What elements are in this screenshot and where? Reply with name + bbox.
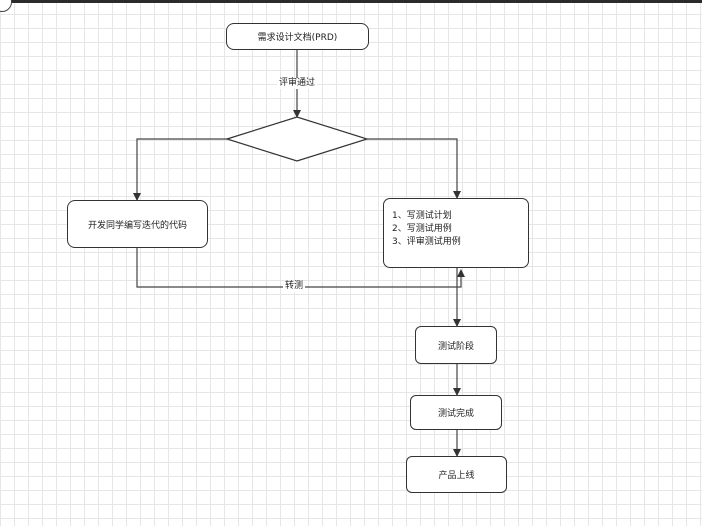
node-test-prep[interactable]: 1、写测试计划 2、写测试用例 3、评审测试用例	[383, 198, 529, 268]
decision-diamond	[224, 116, 370, 162]
node-dev[interactable]: 开发同学编写迭代的代码	[67, 200, 208, 248]
node-prd[interactable]: 需求设计文档(PRD)	[226, 23, 369, 50]
edge-decision-to-test-prep	[367, 138, 461, 199]
top-bar	[0, 0, 702, 3]
edge-decision-to-dev	[133, 138, 227, 201]
test-prep-item: 3、评审测试用例	[392, 237, 461, 247]
edge-label-handoff: 转测	[283, 281, 306, 292]
test-prep-item: 1、写测试计划	[392, 211, 452, 221]
node-release-label: 产品上线	[438, 471, 475, 481]
node-prd-label: 需求设计文档(PRD)	[257, 33, 338, 43]
node-dev-label: 开发同学编写迭代的代码	[87, 220, 187, 231]
test-prep-item: 2、写测试用例	[392, 224, 452, 234]
node-test-done[interactable]: 测试完成	[410, 395, 502, 430]
node-release[interactable]: 产品上线	[406, 456, 507, 493]
node-testing[interactable]: 测试阶段	[415, 326, 497, 364]
node-test-done-label: 测试完成	[437, 409, 474, 419]
node-testing-label: 测试阶段	[437, 341, 474, 352]
edge-label-review-pass: 评审通过	[277, 78, 318, 89]
